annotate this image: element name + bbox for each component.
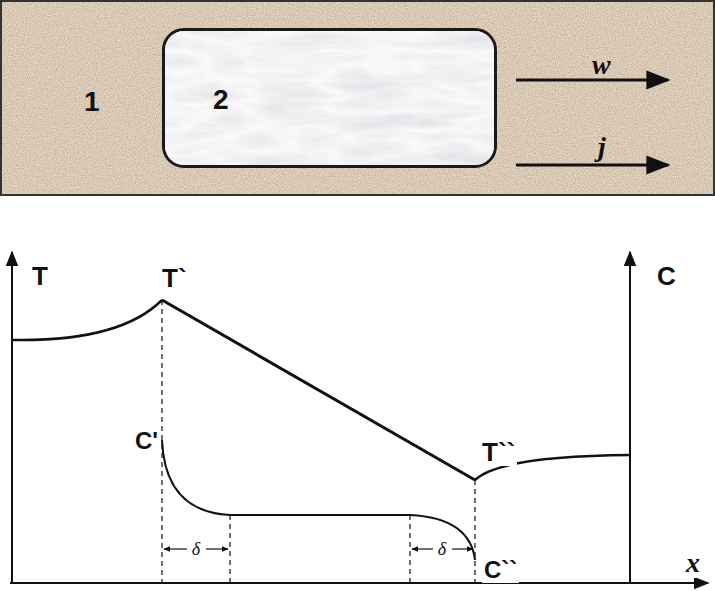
flux-symbol: j (596, 132, 608, 162)
delta-arrow (206, 548, 228, 549)
concentration-label: C`` (482, 557, 519, 583)
temperature-label: T` (160, 264, 189, 292)
velocity-symbol: w (590, 50, 613, 80)
temperature-curve (162, 300, 475, 480)
temperature-label: T`` (480, 438, 517, 466)
delta-arrow (412, 548, 433, 549)
concentration-curve (162, 440, 475, 560)
region-number: 2 (213, 86, 229, 114)
boundary-line (161, 300, 162, 583)
flow-arrow (516, 164, 668, 167)
marble-fill (165, 31, 494, 165)
layer-thickness: δ (190, 539, 202, 559)
t-axis (11, 252, 13, 584)
layer-line (409, 515, 410, 583)
delta-arrow (452, 548, 473, 549)
c-axis (629, 252, 631, 584)
layer-line (229, 515, 230, 583)
axis-label: T (30, 262, 50, 290)
delta-arrow (164, 548, 187, 549)
inclusion-region: 2 (162, 28, 497, 168)
x-axis (10, 582, 708, 584)
axis-label: C (655, 262, 678, 290)
concentration-label: C' (133, 428, 160, 454)
sand-fill (2, 2, 713, 194)
region-number: 1 (84, 88, 100, 116)
boundary-line (474, 480, 475, 583)
temperature-curve (12, 300, 162, 340)
medium-region: 12 (0, 0, 715, 196)
axis-label: x (684, 548, 702, 578)
layer-thickness: δ (436, 539, 448, 559)
